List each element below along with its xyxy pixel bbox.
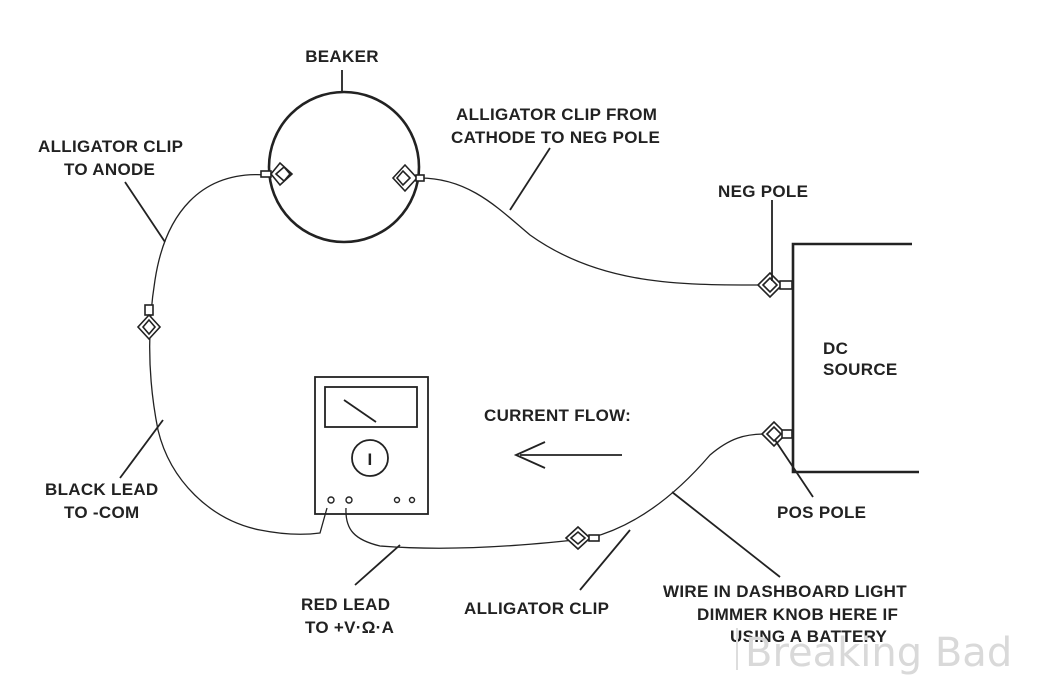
label-dc-source-line1: DC (823, 339, 848, 358)
leader-alligator-clip (579, 529, 631, 591)
label-clip-anode-line2: TO ANODE (64, 160, 155, 179)
current-flow-arrow (513, 441, 622, 469)
leader-red-lead (354, 544, 401, 586)
leader-clip-cathode (509, 147, 551, 211)
multimeter (314, 376, 429, 515)
label-dimmer-line2: DIMMER KNOB HERE IF (697, 605, 898, 624)
meter-dial-mark: I (367, 450, 372, 469)
clip-anode-icon (260, 161, 294, 187)
label-neg-pole: NEG POLE (718, 182, 808, 201)
wire-anode-to-meter (149, 174, 328, 535)
dc-source-box (791, 242, 919, 474)
label-clip-cathode-line2: CATHODE TO NEG POLE (451, 128, 660, 147)
label-pos-pole: POS POLE (777, 503, 866, 522)
watermark-text: Breaking Bad (745, 630, 1012, 676)
label-dimmer-line1: WIRE IN DASHBOARD LIGHT (663, 582, 907, 601)
label-red-lead-line1: RED LEAD (301, 595, 390, 614)
label-alligator-clip: ALLIGATOR CLIP (464, 599, 609, 618)
wire-cathode-to-neg (419, 177, 761, 286)
label-clip-anode-line1: ALLIGATOR CLIP (38, 137, 183, 156)
clip-bottom-wire-icon (564, 525, 600, 551)
clip-neg-pole-icon (756, 271, 793, 299)
clip-cathode-icon (391, 163, 425, 193)
label-black-lead-line1: BLACK LEAD (45, 480, 159, 499)
label-dimmer-line3: USING A BATTERY (730, 627, 888, 646)
label-beaker: BEAKER (305, 47, 379, 66)
clip-left-wire-icon (136, 304, 162, 341)
leader-pos-pole (774, 439, 814, 498)
leader-dimmer (671, 491, 781, 578)
label-dc-source-line2: SOURCE (823, 360, 898, 379)
wire-pos-to-red-lead (345, 433, 767, 549)
leader-clip-anode (124, 181, 166, 243)
beaker-shape (267, 90, 421, 244)
label-clip-cathode-line1: ALLIGATOR CLIP FROM (456, 105, 657, 124)
clip-pos-pole-icon (760, 420, 793, 448)
label-current-flow: CURRENT FLOW: (484, 406, 631, 425)
label-red-lead-line2: TO +V·Ω·A (305, 618, 394, 637)
label-black-lead-line2: TO -COM (64, 503, 139, 522)
leader-black-lead (119, 419, 164, 479)
